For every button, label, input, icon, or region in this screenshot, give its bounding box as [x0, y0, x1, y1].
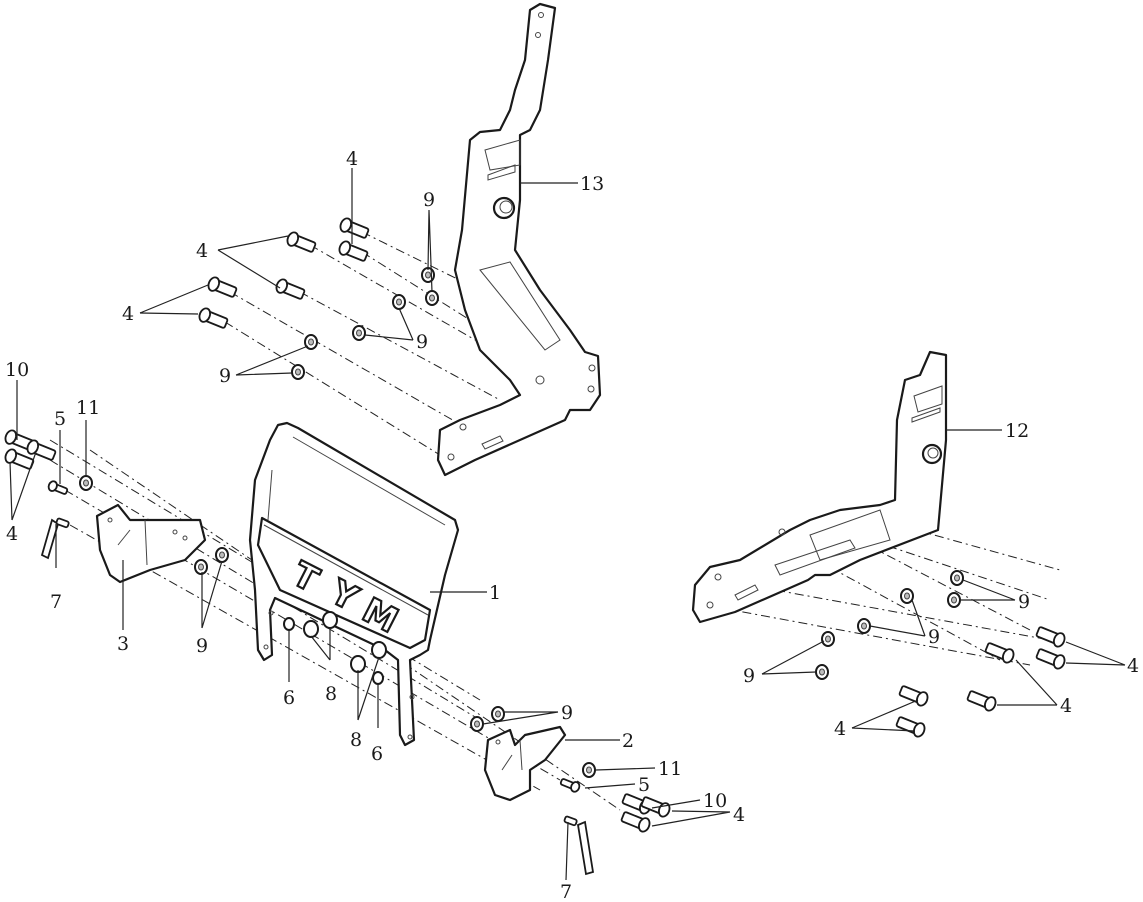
callout-7-left: 7: [50, 591, 62, 613]
callout-4-far-left: 4: [6, 523, 18, 545]
callout-4-right: 4: [733, 804, 745, 826]
bolts: [4, 217, 1066, 833]
callout-9-left: 9: [196, 635, 208, 657]
callout-7-right: 7: [560, 881, 572, 902]
bolt: [640, 796, 671, 818]
bolt: [286, 231, 317, 253]
washer: [425, 290, 439, 306]
callout-9-low: 9: [219, 365, 231, 387]
callout-numbers: 13 12 1 2 3 4 4 4 9 9 9 10 11 5 4 7 9 6 …: [5, 148, 1139, 902]
washer: [304, 334, 318, 350]
callout-6-right: 6: [371, 743, 383, 765]
washer: [947, 592, 961, 608]
lever-pins: [40, 517, 595, 876]
bolt: [207, 276, 238, 298]
callout-9-r3: 9: [743, 665, 755, 687]
washer: [491, 706, 505, 722]
callout-9-mid: 9: [416, 331, 428, 353]
callout-4-r1: 4: [1127, 655, 1139, 677]
bracket-right: [483, 725, 567, 802]
bolt: [895, 716, 926, 738]
bushing: [350, 655, 366, 673]
support-bracket-left: [436, 2, 602, 477]
callout-10-right: 10: [703, 790, 727, 812]
bolt: [198, 307, 229, 329]
washer: [392, 294, 406, 310]
bolt: [966, 690, 997, 712]
washer: [857, 618, 871, 634]
washer: [194, 559, 208, 575]
bolt: [4, 448, 35, 470]
bolt: [339, 217, 370, 239]
callout-8-left: 8: [325, 683, 337, 705]
bolt: [1035, 626, 1066, 648]
washer: [215, 547, 229, 563]
callout-4-top: 4: [346, 148, 358, 170]
callout-4-r3: 4: [834, 718, 846, 740]
callout-5-left: 5: [54, 408, 66, 430]
callout-9-r2: 9: [928, 626, 940, 648]
callout-4-mid: 4: [196, 240, 208, 262]
bolt: [898, 685, 929, 707]
bracket-left: [95, 503, 207, 584]
callout-1: 1: [489, 582, 501, 604]
washer: [421, 267, 435, 283]
callout-2: 2: [622, 730, 634, 752]
washer: [291, 364, 305, 380]
callout-9-right-bracket: 9: [561, 702, 573, 724]
support-bracket-right: [691, 350, 948, 624]
bolt: [1035, 648, 1066, 670]
bolt: [275, 278, 306, 300]
callout-3: 3: [117, 633, 129, 655]
washer: [815, 664, 829, 680]
washer: [900, 588, 914, 604]
washer-small: [582, 762, 596, 778]
callout-12: 12: [1005, 420, 1029, 442]
callout-11-left: 11: [76, 397, 100, 419]
callout-11-right: 11: [658, 758, 682, 780]
lever-pin: [40, 517, 70, 560]
callout-4-left: 4: [122, 303, 134, 325]
bolt: [620, 811, 651, 833]
bushings-and-nuts: [283, 611, 387, 685]
bolt: [338, 240, 369, 262]
leader-lines: [9, 168, 1126, 881]
callout-5-right: 5: [638, 774, 650, 796]
callout-8-right: 8: [350, 729, 362, 751]
washer: [470, 716, 484, 732]
callout-13: 13: [580, 173, 604, 195]
callout-4-r2: 4: [1060, 695, 1072, 717]
bushing: [303, 620, 319, 638]
washer: [352, 325, 366, 341]
nut: [372, 671, 384, 685]
washer-small: [79, 475, 93, 491]
callout-9-top: 9: [423, 189, 435, 211]
front-guard-frame: T Y M: [248, 421, 460, 747]
bushing: [371, 641, 387, 659]
callout-10-left: 10: [5, 359, 29, 381]
flange-bolt: [559, 778, 581, 793]
bolt: [26, 439, 57, 461]
callout-6-left: 6: [283, 687, 295, 709]
bushing: [322, 611, 338, 629]
nut: [283, 617, 295, 631]
callout-9-r1: 9: [1018, 591, 1030, 613]
washer: [821, 631, 835, 647]
flange-bolt: [47, 480, 69, 495]
washer: [950, 570, 964, 586]
lever-pin: [563, 815, 595, 876]
bolt: [984, 642, 1015, 664]
